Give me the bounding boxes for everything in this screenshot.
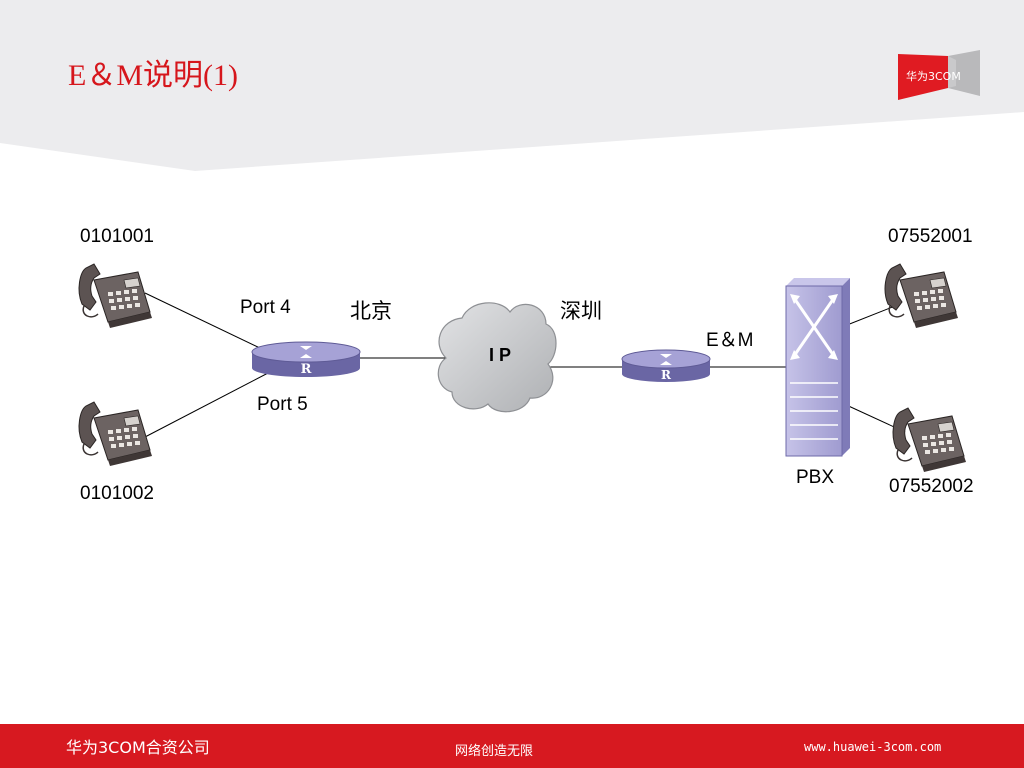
port5-label: Port 5 <box>257 394 308 415</box>
shenzhen-label: 深圳 <box>560 299 602 323</box>
phone-number-beijing-top: 0101001 <box>80 226 154 247</box>
pbx-switch-icon <box>785 278 850 457</box>
link-pbx-phone3 <box>841 305 896 328</box>
ip-cloud-icon: I P <box>437 302 557 413</box>
footer-company-name: 华为3COM合资公司 <box>66 738 210 757</box>
beijing-label: 北京 <box>350 299 392 323</box>
router-glyph: R <box>661 368 672 382</box>
phone-icon-beijing-top <box>78 263 153 329</box>
em-interface-label: E＆M <box>706 330 754 351</box>
phone-number-beijing-bottom: 0101002 <box>80 483 154 504</box>
phone-number-shenzhen-top: 07552001 <box>888 226 973 247</box>
link-phone2-router1 <box>144 371 271 438</box>
router-icon-shenzhen: R <box>621 349 711 382</box>
cloud-label: I P <box>489 345 511 365</box>
network-diagram: R R I P <box>78 263 967 473</box>
logo-text: 华为3COM <box>906 70 961 83</box>
phone-icon-beijing-bottom <box>78 401 153 467</box>
footer-url: www.huawei-3com.com <box>804 740 942 754</box>
port4-label: Port 4 <box>240 297 291 318</box>
phone-icon-shenzhen-top <box>884 263 959 329</box>
company-logo <box>898 50 980 100</box>
pbx-label: PBX <box>796 467 835 488</box>
phone-number-shenzhen-bottom: 07552002 <box>889 476 974 497</box>
header-band <box>0 0 1024 171</box>
phone-icon-shenzhen-bottom <box>892 407 967 473</box>
slide-title: E＆M说明(1) <box>68 59 238 92</box>
footer-bar: 华为3COM合资公司 网络创造无限 www.huawei-3com.com <box>0 724 1024 768</box>
router-glyph: R <box>301 362 312 377</box>
router-icon-beijing: R <box>251 341 361 377</box>
footer-slogan: 网络创造无限 <box>455 744 534 759</box>
link-phone1-router1 <box>144 292 263 350</box>
